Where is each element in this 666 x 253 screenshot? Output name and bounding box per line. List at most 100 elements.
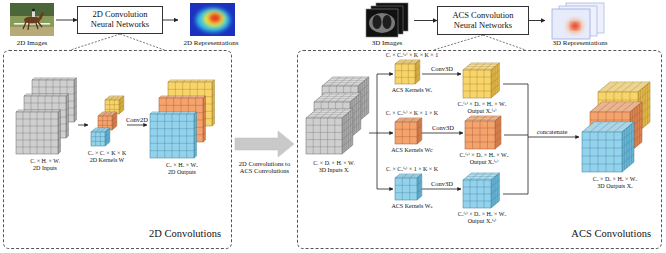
operation-label: Conv3D <box>431 65 453 72</box>
heatmap-hot <box>209 14 221 23</box>
flow-arrow <box>422 74 461 75</box>
flow-line <box>377 74 378 189</box>
ct-body <box>369 13 395 33</box>
tensor-grid <box>105 96 124 114</box>
operation-label: Conv3D <box>431 180 453 187</box>
tensor-label: Cₒ⁽ᶜ⁾ × Dₒ × Hₒ × Wₒ <box>460 152 509 159</box>
ct-images <box>366 3 408 37</box>
process-box: 2D Convolution Neural Networks <box>77 6 163 34</box>
tensor-front-face <box>395 122 417 144</box>
photo-ground <box>10 3 54 36</box>
ct-lung <box>373 15 382 29</box>
callout-line <box>120 34 165 50</box>
image-node: 2D Representations <box>178 2 244 48</box>
tensor-block <box>105 96 124 114</box>
flow-arrow <box>377 133 393 134</box>
edge-label: 2D Convolutions to ACS Convolutions <box>233 160 296 174</box>
rep-blob-outer <box>567 19 583 33</box>
image-node: 3D Representations <box>545 2 615 48</box>
text-holder: 2D Images <box>8 40 56 48</box>
flow-connector-line <box>56 20 77 21</box>
photo-sand <box>10 27 54 36</box>
panel-title: ACS Convolutions <box>571 228 651 240</box>
tensor-grid <box>395 60 420 84</box>
tensor-label: Cᵢ × Cₒ⁽ᶜ⁾ × K × 1 × K <box>386 110 438 117</box>
flow-line <box>369 133 377 134</box>
tensor-grid <box>395 174 422 200</box>
tensor-label: Cₒ × Hₒ × Wₒ <box>166 162 198 169</box>
callout-line <box>483 35 526 50</box>
flow-arrow <box>422 189 461 190</box>
tensor-grid <box>395 118 422 144</box>
photo-2d <box>10 3 54 36</box>
tensor-label: 2D Outputs <box>168 169 196 176</box>
flow-arrow <box>377 189 393 190</box>
tensor-front-face <box>582 132 622 172</box>
tensor-grid <box>150 112 196 158</box>
callout-lines <box>71 34 165 50</box>
tensor-label: Cₒ⁽ˢ⁾ × Dₒ × Hₒ × Wₒ <box>458 211 507 218</box>
tensor-label: Cₒ × Dₒ × Hₒ × Wₒ <box>593 176 637 183</box>
heatmap-warm <box>203 11 225 27</box>
flow-connector-line <box>529 20 545 21</box>
photo-trees <box>10 3 54 16</box>
rep-blob <box>567 19 583 33</box>
text-holder: 2D Convolutions <box>149 228 221 240</box>
tensor-label: 3D Outputs Xₒ <box>597 183 632 190</box>
tensor-block <box>395 118 422 144</box>
callout-line <box>71 34 121 50</box>
flow-connector-line <box>414 20 437 21</box>
block-arrow <box>235 131 294 157</box>
text-holder: 3D Images <box>360 40 414 48</box>
callout-line <box>434 35 484 50</box>
rep-slice <box>552 9 590 39</box>
tensor-grid <box>582 122 634 172</box>
image-node: 3D Images <box>360 2 414 48</box>
image-caption: 2D Images <box>17 40 48 48</box>
text-holder: 3D Representations <box>545 40 615 48</box>
flow-connector <box>56 20 77 21</box>
tensor-grid <box>98 112 117 130</box>
tensor-block <box>98 112 117 130</box>
flow-arrow <box>422 133 463 134</box>
tensor-side-face <box>417 174 422 200</box>
tensor-grid <box>16 110 60 154</box>
photo-rider <box>32 11 35 17</box>
photo-horse-neck <box>38 12 44 20</box>
flow-line <box>528 84 529 194</box>
tensor-front-face <box>306 118 342 154</box>
flow-arrow <box>78 125 88 126</box>
tensor-label: Output Xₒ⁽ˢ⁾ <box>468 218 496 225</box>
box-text: ACS Convolution Neural Networks <box>438 11 528 31</box>
tensor-label: Cₒ × Cᵢ × K × K <box>88 150 127 157</box>
tensor-label: 2D Kernels W <box>90 157 125 164</box>
rep-blob-inner <box>571 23 579 30</box>
tensor-label: ACS Kernels Wₐ <box>392 87 433 94</box>
flow-connector-line <box>163 20 178 21</box>
tensor-block <box>463 173 499 208</box>
tensor-label: Cᵢ × Hᵢ × Wᵢ <box>30 158 60 165</box>
tensor-grid <box>463 173 499 208</box>
tensor-block <box>465 116 501 149</box>
flow-connector <box>529 20 545 21</box>
tensor-side-face <box>415 60 420 84</box>
tensor-label: Cᵢ × Dᵢ × Hᵢ × Wᵢ <box>313 160 354 167</box>
heatmap-ground <box>190 3 235 36</box>
flow-connector <box>414 20 437 21</box>
tensor-front-face <box>91 132 105 146</box>
operation-label: Conv2D <box>126 116 148 123</box>
tensor-side-face <box>417 118 422 144</box>
tensor-side-face <box>342 109 353 154</box>
tensor-label: 2D Inputs <box>33 165 57 172</box>
flow-connector <box>163 20 178 21</box>
tensor-grid <box>465 116 501 149</box>
text-holder: ACS Convolutions <box>571 228 651 240</box>
tensor-block <box>91 128 110 146</box>
tensor-block <box>150 112 196 158</box>
photo-horse-legs <box>23 22 42 30</box>
text-holder: 2D Representations <box>178 40 244 48</box>
tensor-label: ACS Kernels Wₛ <box>392 203 433 210</box>
image-caption: 2D Representations <box>183 40 238 48</box>
tensor-label: ACS Kernels Wc <box>391 147 433 154</box>
transition-arrow <box>235 131 294 157</box>
